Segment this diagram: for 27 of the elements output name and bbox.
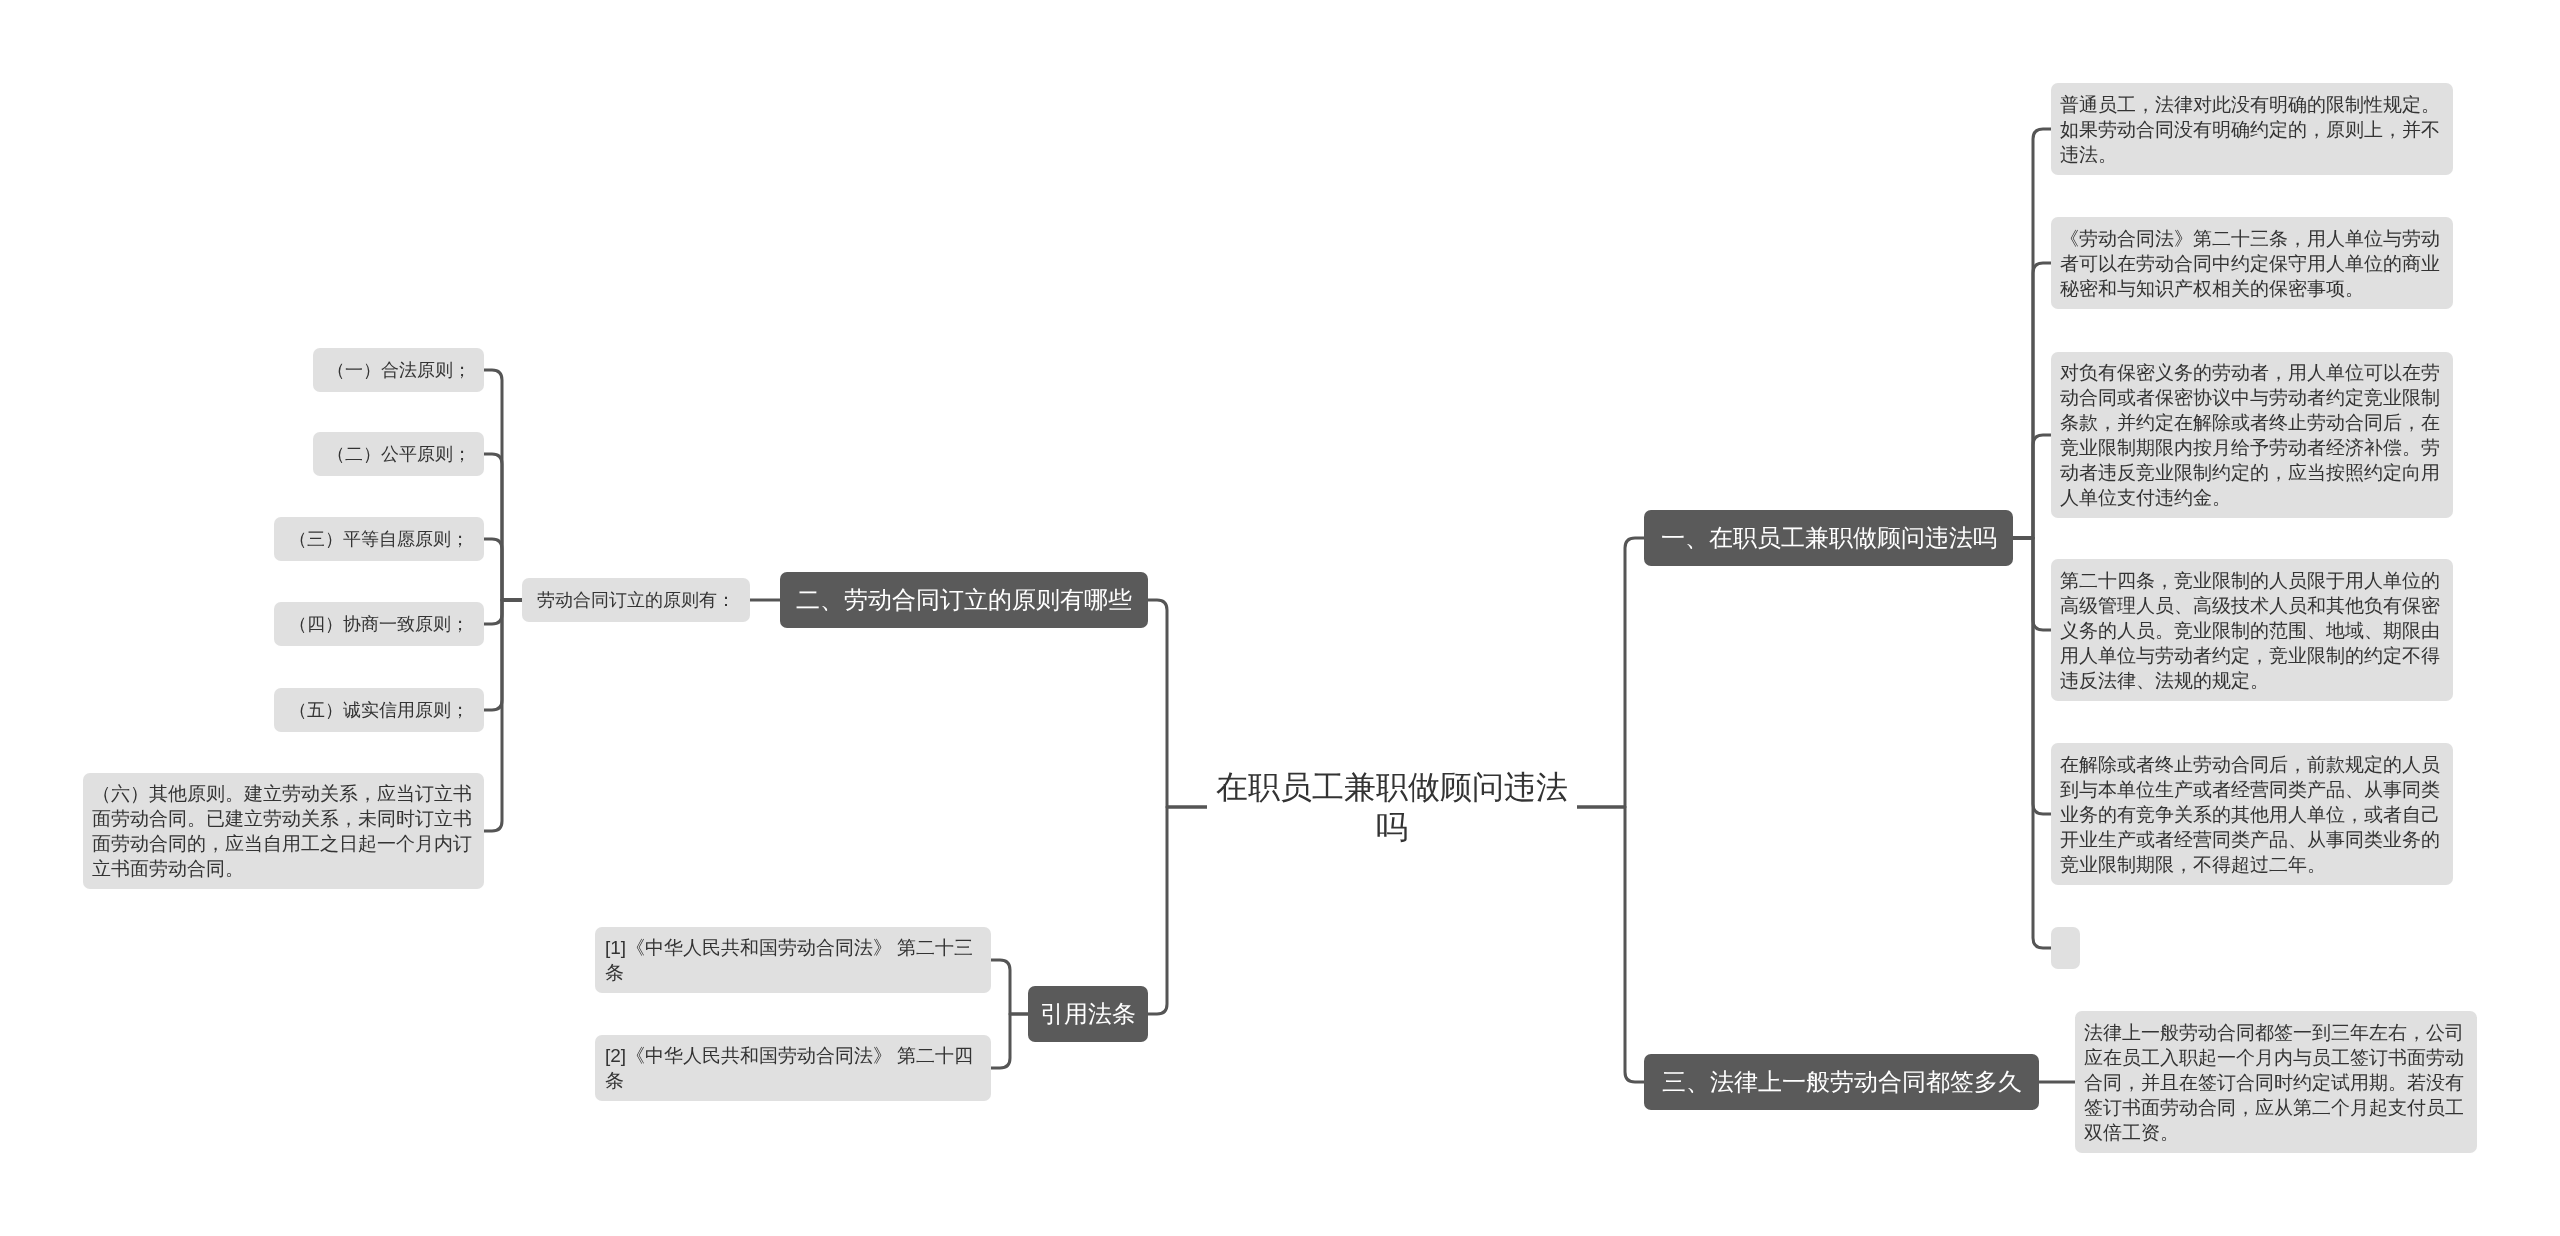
subtopic-box: （二）公平原则； [313, 432, 484, 476]
citation-box: [1]《中华人民共和国劳动合同法》 第二十三条 [595, 927, 991, 993]
branch-topic-box: 二、劳动合同订立的原则有哪些 [780, 572, 1148, 628]
citation-box: [2]《中华人民共和国劳动合同法》 第二十四条 [595, 1035, 991, 1101]
subtopic-box: （五）诚实信用原则； [274, 688, 484, 732]
subtopic-box: 《劳动合同法》第二十三条，用人单位与劳动者可以在劳动合同中约定保守用人单位的商业秘密和与知识产权相关的保密事项。 [2051, 217, 2453, 309]
subtopic-box: 法律上一般劳动合同都签一到三年左右，公司应在员工入职起一个月内与员工签订书面劳动合同，并且在签订合同时约定试用期。若没有签订书面劳动合同，应从第二个月起支付员工双倍工资。 [2075, 1011, 2477, 1153]
subtopic-box: （三）平等自愿原则； [274, 517, 484, 561]
branch-topic-box: 引用法条 [1028, 986, 1148, 1042]
connector-line [1148, 805, 1207, 1016]
subtopic-box: （一）合法原则； [313, 348, 484, 392]
subtopic-box: 劳动合同订立的原则有： [522, 578, 750, 622]
connector-line [1577, 805, 1644, 1084]
connector-line [750, 598, 780, 602]
connector-line [2039, 1080, 2075, 1084]
connector-line [991, 1012, 1028, 1070]
subtopic-box: 第二十四条，竞业限制的人员限于用人单位的高级管理人员、高级技术人员和其他负有保密义务的人员。竞业限制的范围、地域、期限由用人单位与劳动者约定，竞业限制的约定不得违反法律、法规的规定。 [2051, 559, 2453, 701]
central-topic: 在职员工兼职做顾问违法吗 [1207, 767, 1577, 847]
subtopic-box: 在解除或者终止劳动合同后，前款规定的人员到与本单位生产或者经营同类产品、从事同类业务的有竞争关系的其他用人单位，或者自己开业生产或者经营同类产品、从事同类业务的竞业限制期限，不得超过二年。 [2051, 743, 2453, 885]
subtopic-box: （四）协商一致原则； [274, 602, 484, 646]
subtopic-box: 普通员工，法律对此没有明确的限制性规定。如果劳动合同没有明确约定的，原则上，并不违法。 [2051, 83, 2453, 175]
empty-topic-box [2051, 927, 2080, 969]
subtopic-box: 对负有保密义务的劳动者，用人单位可以在劳动合同或者保密协议中与劳动者约定竞业限制条款，并约定在解除或者终止劳动合同后，在竞业限制期限内按月给予劳动者经济补偿。劳动者违反竞业限制约定的，应当按照约定向用人单位支付违约金。 [2051, 352, 2453, 518]
connector-line [2013, 536, 2051, 950]
branch-topic-box: 一、在职员工兼职做顾问违法吗 [1644, 510, 2013, 566]
subtopic-box: （六）其他原则。建立劳动关系，应当订立书面劳动合同。已建立劳动关系，未同时订立书面劳动合同的，应当自用工之日起一个月内订立书面劳动合同。 [83, 773, 484, 889]
branch-topic-box: 三、法律上一般劳动合同都签多久 [1644, 1054, 2039, 1110]
